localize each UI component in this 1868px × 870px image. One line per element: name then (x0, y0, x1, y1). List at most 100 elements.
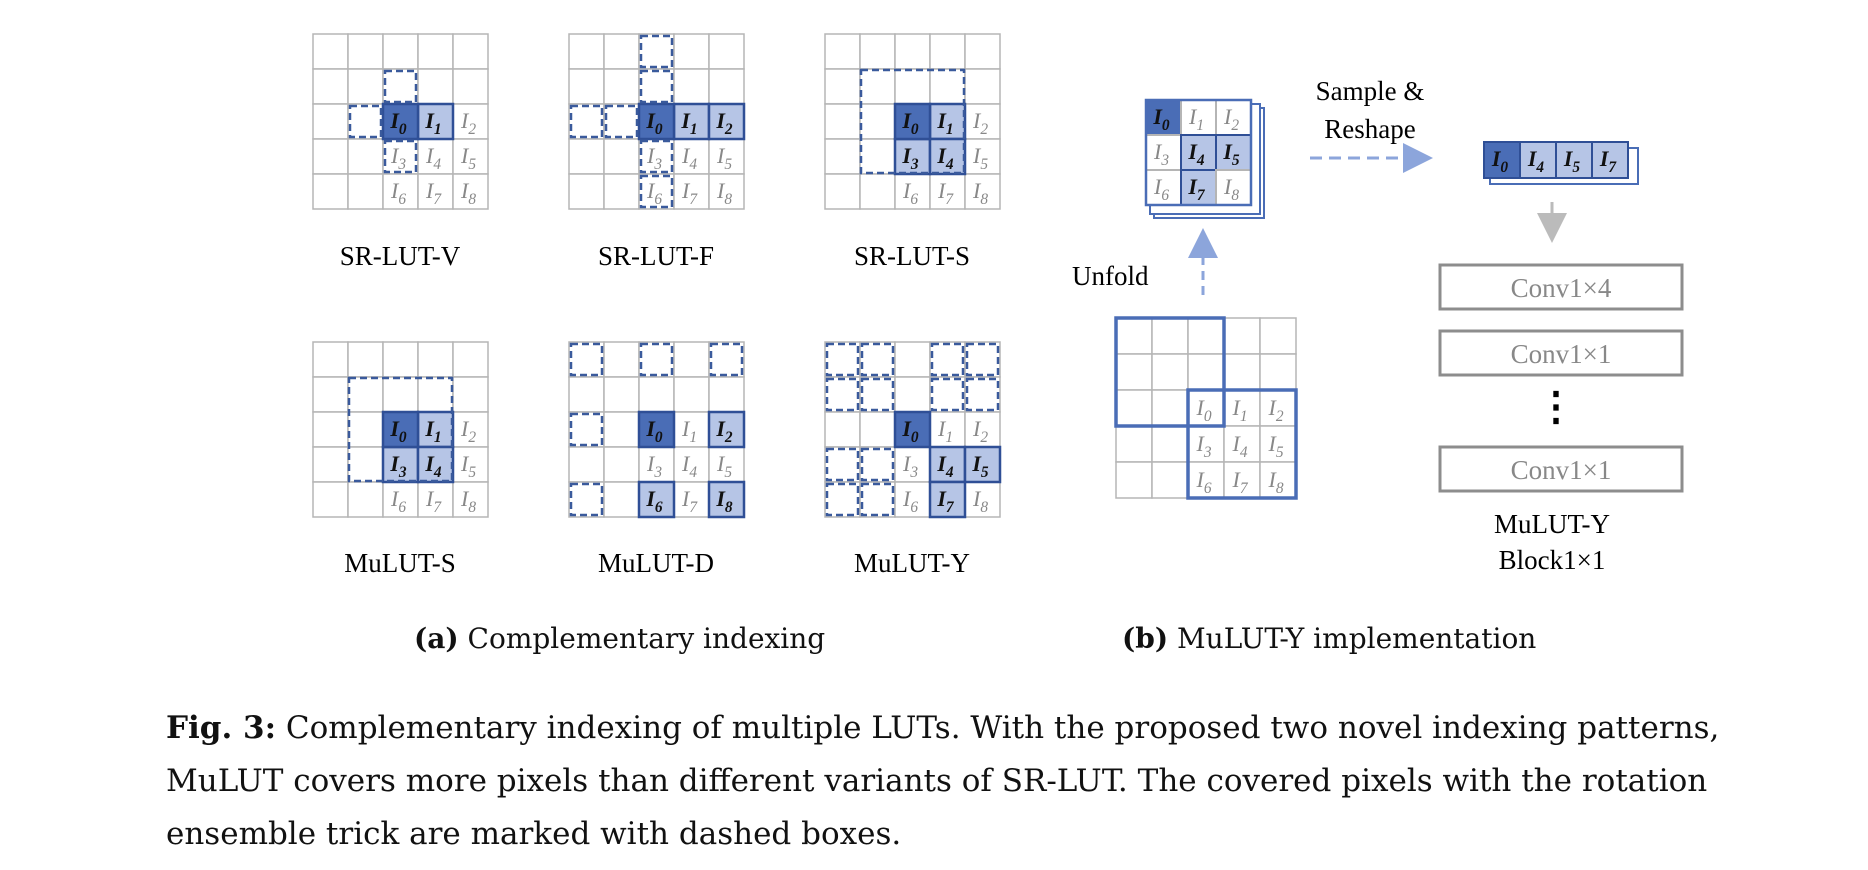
anchor-pixel (637, 410, 676, 449)
pixel-label: I8 (460, 486, 476, 516)
indexed-pixel (707, 480, 746, 519)
grid-cell (859, 68, 896, 105)
rotation-dashed-box (569, 104, 604, 139)
patch-cell (1145, 99, 1182, 136)
grid-cell (824, 376, 861, 413)
grid-cell (568, 33, 605, 70)
pixel-label: I7 (1231, 467, 1248, 497)
grid-cell (894, 376, 931, 413)
pixel-label: I1 (1188, 104, 1204, 134)
rotation-dashed-box (569, 412, 604, 447)
grid-cell (964, 341, 1001, 378)
figure-caption: Fig. 3: Complementary indexing of multip… (166, 702, 1826, 861)
grid-cell (568, 68, 605, 105)
anchor-pixel (637, 102, 676, 141)
pixel-label: I0 (1195, 395, 1211, 425)
grid-cell (603, 33, 640, 70)
pixel-label: I2 (1223, 104, 1239, 134)
pixel-label: I3 (390, 143, 406, 173)
grid-cell (568, 173, 605, 210)
pixel-label: I6 (390, 178, 406, 208)
patch-cell (1215, 169, 1252, 206)
grid-cell (312, 376, 349, 413)
grid-cell (929, 376, 966, 413)
pixel-label: I1 (937, 416, 953, 446)
conv-layer-1 (1438, 263, 1684, 311)
grid-cell (859, 481, 896, 518)
grid-cell (347, 103, 384, 140)
grid-cell (312, 138, 349, 175)
pixel-label: I7 (425, 178, 442, 208)
grid-cell (347, 33, 384, 70)
rotation-dashed-box (639, 139, 674, 174)
pixel-label: I0 (389, 108, 407, 138)
rotation-dashed-box (859, 68, 966, 175)
conv-layer-2 (1438, 329, 1684, 377)
grid-cell (708, 33, 745, 70)
grid-cell (964, 33, 1001, 70)
pixel-label: I7 (1187, 174, 1206, 204)
unfold-label: Unfold (1072, 261, 1149, 291)
anchor-pixel (893, 410, 932, 449)
panel-label-mulut-y: MuLUT-Y (854, 548, 970, 578)
pixel-label: I7 (936, 486, 955, 516)
sampled-cell (1519, 141, 1557, 179)
input-cell (1151, 389, 1189, 427)
pixel-label: I7 (681, 486, 698, 516)
grid-cell (708, 341, 745, 378)
pixel-label: I2 (460, 416, 476, 446)
pixel-label: I0 (901, 108, 919, 138)
pixel-label: I8 (1267, 467, 1283, 497)
anchor-pixel (893, 102, 932, 141)
grid-cell (417, 68, 454, 105)
grid-cell (452, 173, 489, 210)
grid-cell (347, 68, 384, 105)
pixel-label: I8 (715, 486, 733, 516)
input-cell (1115, 353, 1153, 391)
anchor-pixel (381, 410, 420, 449)
grid-cell (859, 138, 896, 175)
grid-cell (673, 341, 710, 378)
grid-cell (824, 481, 861, 518)
grid-cell (824, 68, 861, 105)
pixel-label: I3 (901, 143, 919, 173)
grid-cell (603, 376, 640, 413)
pixel-label: I7 (1599, 146, 1618, 176)
rotation-dashed-box (930, 342, 965, 377)
indexed-pixel (707, 410, 746, 449)
grid-cell (638, 341, 675, 378)
grid-cell (603, 411, 640, 448)
input-cell (1115, 461, 1153, 499)
pixel-label: I0 (1491, 146, 1509, 176)
grid-cell (603, 68, 640, 105)
indexed-pixel (381, 445, 420, 484)
grid-cell (929, 33, 966, 70)
pixel-label: I2 (715, 108, 733, 138)
input-cell (1187, 461, 1225, 499)
rotation-dashed-box (639, 342, 674, 377)
input-cell (1223, 461, 1261, 499)
grid-cell (452, 376, 489, 413)
rotation-dashed-box (825, 342, 860, 377)
rotation-dashed-box (965, 377, 1000, 412)
pixel-label: I1 (681, 416, 697, 446)
rotation-dashed-box (930, 377, 965, 412)
pixel-label: I6 (902, 486, 918, 516)
rotation-dashed-box (860, 342, 895, 377)
subcaption-a: (a) Complementary indexing (414, 622, 825, 655)
grid-cell (568, 138, 605, 175)
conv-layer-2-label: Conv1×1 (1511, 339, 1612, 369)
input-cell (1151, 353, 1189, 391)
grid-cell (452, 341, 489, 378)
grid-cell (568, 103, 605, 140)
input-cell (1151, 461, 1189, 499)
grid-cell (382, 173, 419, 210)
input-cell (1223, 353, 1261, 391)
pixel-label: I5 (1563, 146, 1581, 176)
grid-cell (312, 446, 349, 483)
input-cell (1115, 425, 1153, 463)
grid-cell (859, 376, 896, 413)
